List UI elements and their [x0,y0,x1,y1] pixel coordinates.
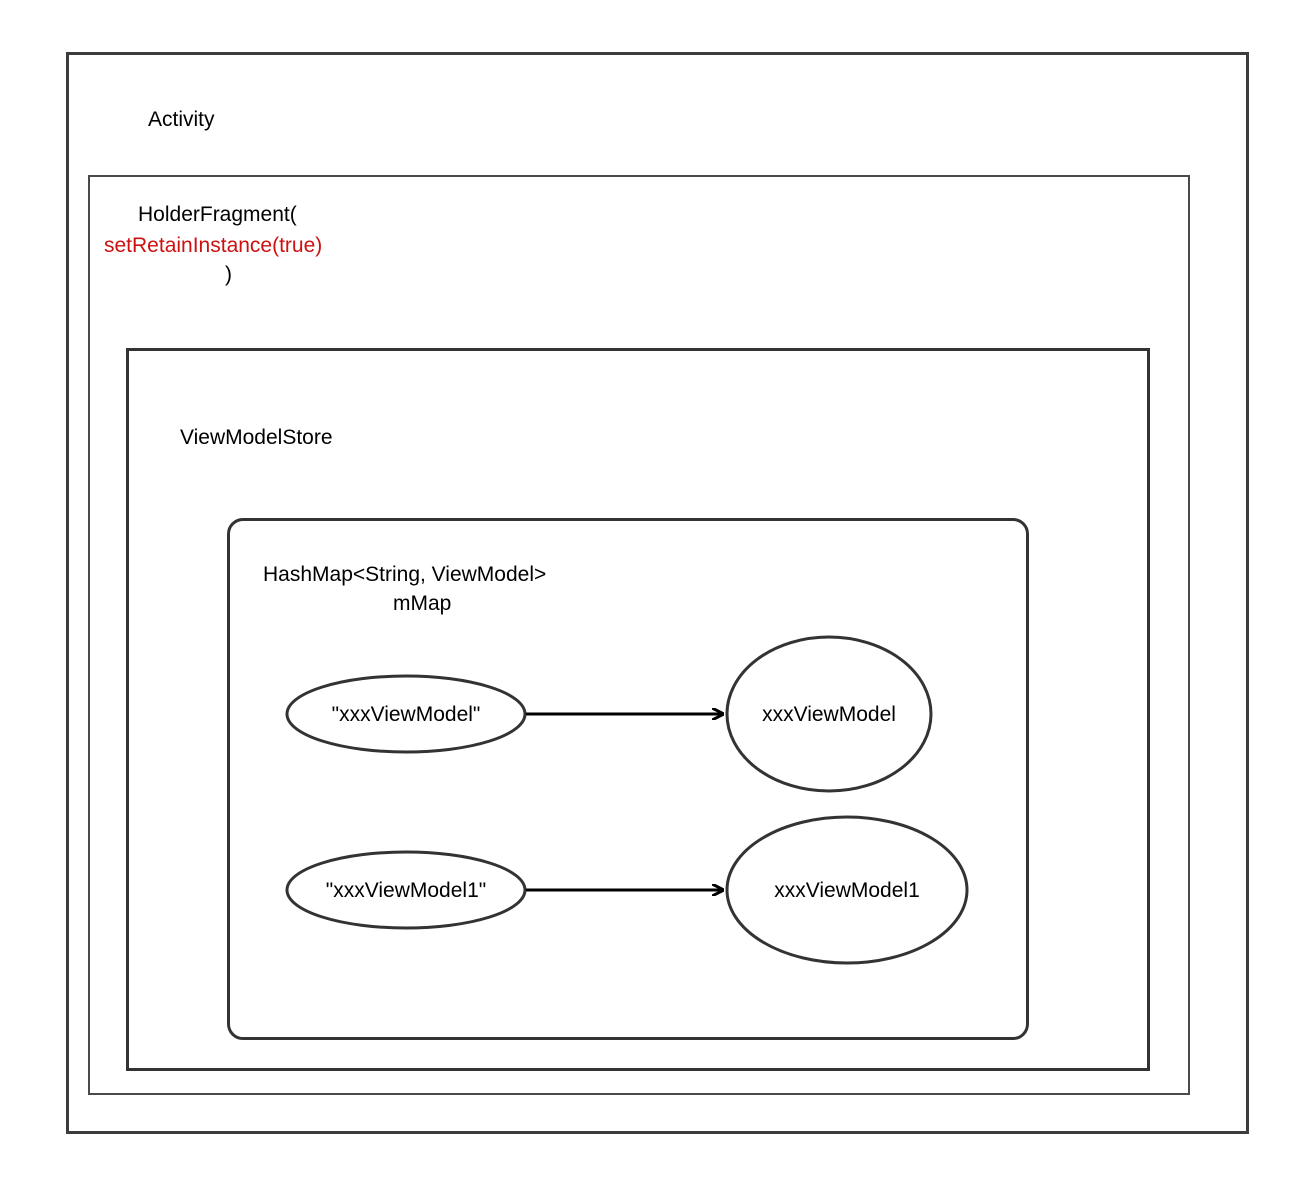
entry-key-node [285,674,527,754]
entry-value-node [725,815,969,965]
entry-value-label: xxxViewModel1 [774,879,920,902]
holder-fragment-title: HolderFragment( [138,203,297,226]
holder-fragment-container [88,175,1190,1095]
activity-container [66,52,1249,1134]
view-model-store-label: ViewModelStore [180,426,333,449]
entry-key-label: "xxxViewModel" [332,703,481,726]
view-model-store-container [126,348,1150,1071]
entry-key-label: "xxxViewModel1" [326,879,486,902]
retain-instance-call: setRetainInstance(true) [104,234,323,257]
hashmap-type-label: HashMap<String, ViewModel> [263,563,547,586]
entry-value-node [725,635,933,793]
map-entry: "xxxViewModel" xxxViewModel [285,635,933,793]
hashmap-container [227,518,1029,1040]
activity-label: Activity [148,108,215,131]
map-entry: "xxxViewModel1" xxxViewModel1 [285,815,969,965]
holder-fragment-close-paren: ) [225,263,232,286]
entry-key-node [285,850,527,930]
hashmap-name-label: mMap [393,592,452,615]
entry-value-label: xxxViewModel [762,703,896,726]
